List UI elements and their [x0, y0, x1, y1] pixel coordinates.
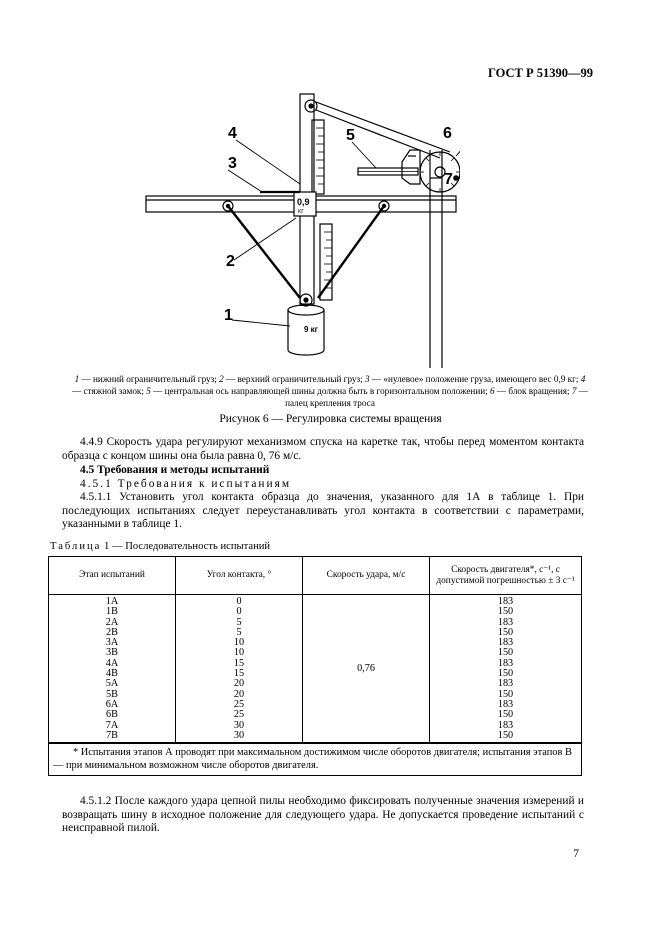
table-cell: 183: [497, 657, 514, 669]
table-cell: 25: [233, 698, 245, 710]
table-cell: 5: [236, 626, 242, 638]
lower-weight: [287, 310, 325, 356]
table-cell: 20: [233, 678, 245, 690]
table-cell: 183: [497, 616, 514, 628]
table-cell: 0: [236, 606, 242, 618]
display-value: 0,9: [297, 197, 310, 207]
table-cell: 15: [233, 668, 245, 680]
table-cell: 5: [236, 616, 242, 628]
document-code: ГОСТ Р 51390—99: [487, 66, 593, 80]
header-impact-speed: Скорость удара, м/с: [302, 556, 430, 595]
figure-label-5: 5: [346, 127, 355, 144]
paragraph-4-5-1-1: 4.5.1.1 Установить угол контакта образца…: [62, 491, 584, 531]
table-cell: 150: [497, 729, 514, 741]
table-cell: 1В: [106, 606, 118, 618]
table-cell: 7А: [105, 719, 119, 731]
table-cell: 1А: [105, 596, 119, 607]
figure-label-6: 6: [443, 125, 452, 142]
table-cell: 4А: [105, 657, 119, 669]
lower-scale: [319, 223, 333, 301]
header-angle: Угол контакта, °: [175, 556, 303, 595]
table-cell: 30: [233, 729, 245, 741]
figure-legend: 1 — нижний ограничительный груз; 2 — вер…: [72, 374, 588, 408]
table-cell: 5В: [106, 688, 118, 700]
rotation-system-figure: 4 3 5 6 7 2 1 0,9 КГ 9 кг: [145, 93, 460, 368]
page-number: 7: [573, 848, 579, 860]
weight-label: 9 кг: [304, 325, 319, 334]
figure-label-2: 2: [226, 253, 235, 270]
table-cell: 3А: [105, 637, 119, 649]
table-cell: 6А: [105, 698, 119, 710]
section-heading-4-5: 4.5 Требования и методы испытаний: [80, 464, 270, 476]
table-cell: 183: [497, 678, 514, 690]
table-cell: 3В: [106, 647, 118, 659]
figure-label-1: 1: [224, 307, 233, 324]
table-cell: 4В: [106, 668, 118, 680]
table-header-row: Этап испытаний Угол контакта, ° Скорость…: [48, 556, 582, 595]
table-cell: 20: [233, 688, 245, 700]
table-cell: 7В: [106, 729, 118, 741]
test-sequence-table: Этап испытаний Угол контакта, ° Скорость…: [48, 556, 582, 777]
header-stage: Этап испытаний: [48, 556, 176, 595]
table-cell: 15: [233, 657, 245, 669]
table-cell: 183: [497, 719, 514, 731]
table-cell: 150: [497, 668, 514, 680]
table-cell: 30: [233, 719, 245, 731]
table-cell: 150: [497, 709, 514, 721]
table-cell: 2В: [106, 626, 118, 638]
table-cell: 6В: [106, 709, 118, 721]
upper-scale: [311, 119, 325, 195]
table-cell: 10: [233, 647, 245, 659]
table-cell: 150: [497, 688, 514, 700]
display-unit: КГ: [298, 209, 304, 215]
figure-label-3: 3: [228, 155, 237, 172]
subsection-heading-4-5-1: 4.5.1 Требования к испытаниям: [80, 478, 292, 490]
figure-label-7: 7: [444, 171, 453, 188]
table-footnote: * Испытания этапов А проводят при максим…: [48, 742, 582, 777]
table-cell: 183: [497, 637, 514, 649]
top-pulley: [304, 99, 318, 113]
header-motor-speed: Скорость двигателя*, с⁻¹, с допустимой п…: [429, 556, 582, 595]
table-caption: Таблица 1 — Последовательность испытаний: [50, 541, 271, 552]
table-cell: 2А: [105, 616, 119, 628]
bottom-pulley: [299, 293, 313, 307]
table-cell: 150: [497, 647, 514, 659]
table-footnote-row: * Испытания этапов А проводят при максим…: [48, 742, 582, 777]
table-cell: 150: [497, 606, 514, 618]
table-cell: 150: [497, 626, 514, 638]
table-cell: 183: [497, 698, 514, 710]
figure-title: Рисунок 6 — Регулировка системы вращения: [219, 413, 442, 425]
paragraph-4-4-9: 4.4.9 Скорость удара регулируют механизм…: [62, 436, 584, 462]
table-cell: 0: [236, 596, 242, 607]
figure-label-4: 4: [228, 125, 237, 142]
table-cell: 183: [497, 596, 514, 607]
impact-speed-cell: 0,76: [302, 594, 430, 744]
paragraph-4-5-1-2: 4.5.1.2 После каждого удара цепной пилы …: [62, 795, 584, 835]
table-cell: 10: [233, 637, 245, 649]
table-cell: 25: [233, 709, 245, 721]
table-cell: 5А: [105, 678, 119, 690]
weight-display: [293, 191, 317, 217]
